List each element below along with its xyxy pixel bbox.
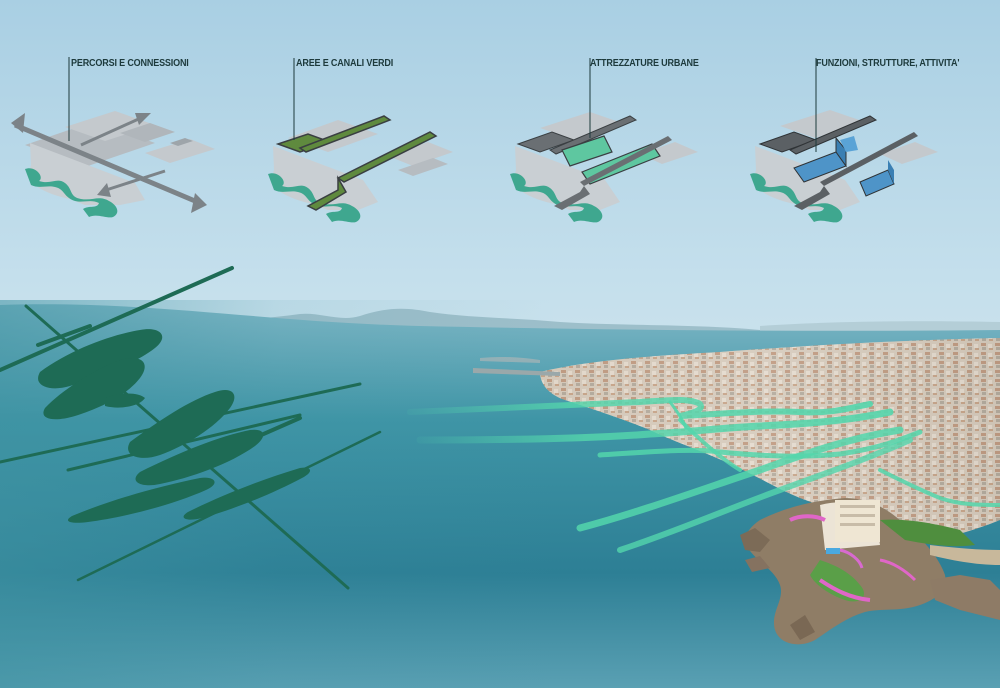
label-attrezzature: ATTREZZATURE URBANE — [590, 57, 699, 69]
green-paths-overlay — [407, 397, 1000, 553]
diagram-funzioni — [750, 58, 938, 223]
label-funzioni: FUNZIONI, STRUTTURE, ATTIVITA' — [816, 57, 960, 69]
diagram-attrezzature — [510, 58, 698, 223]
label-aree: AREE E CANALI VERDI — [296, 57, 394, 69]
coastal-city — [473, 338, 1000, 645]
diagram-aree — [268, 58, 453, 223]
diagram-percorsi — [11, 57, 215, 218]
brush-gesture — [0, 266, 382, 590]
label-percorsi: PERCORSI E CONNESSIONI — [71, 57, 189, 69]
